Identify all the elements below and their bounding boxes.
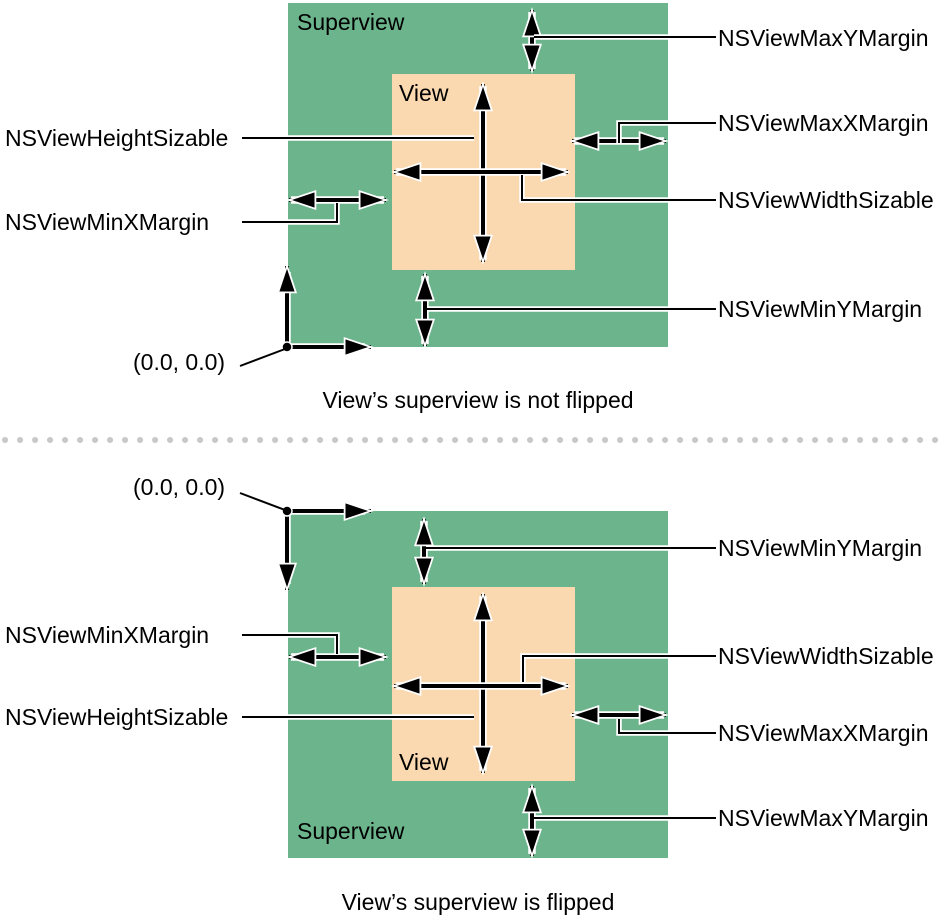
view-label: View — [399, 80, 449, 106]
width-sizable-callout-line — [520, 653, 716, 682]
label-height-sizable: NSViewHeightSizable — [5, 704, 229, 730]
origin-dot — [281, 505, 293, 517]
label-min-x-margin: NSViewMinXMargin — [5, 209, 210, 235]
origin-coordinates-label: (0.0, 0.0) — [133, 349, 226, 375]
label-min-x-margin: NSViewMinXMargin — [5, 622, 210, 648]
superview-label: Superview — [297, 818, 405, 844]
max-x-margin-callout-line — [616, 719, 716, 736]
label-min-y-margin: NSViewMinYMargin — [718, 296, 923, 322]
min-x-margin-callout-line — [242, 203, 340, 225]
origin-axes — [239, 492, 374, 593]
label-max-y-margin: NSViewMaxYMargin — [718, 805, 929, 831]
label-width-sizable: NSViewWidthSizable — [718, 187, 934, 213]
label-min-y-margin: NSViewMinYMargin — [718, 535, 923, 561]
label-width-sizable: NSViewWidthSizable — [718, 643, 934, 669]
label-max-x-margin: NSViewMaxXMargin — [718, 720, 929, 746]
min-x-margin-callout-line — [242, 632, 340, 654]
label-max-x-margin: NSViewMaxXMargin — [718, 110, 929, 136]
label-max-y-margin: NSViewMaxYMargin — [718, 25, 929, 51]
max-x-margin-callout-line — [616, 120, 716, 143]
origin-callout-line — [239, 348, 286, 367]
origin-callout-line — [239, 492, 286, 511]
top-diagram — [239, 3, 716, 367]
view-label: View — [399, 749, 449, 775]
superview-label: Superview — [297, 9, 405, 35]
origin-axes — [239, 263, 374, 367]
origin-coordinates-label: (0.0, 0.0) — [133, 474, 226, 500]
diagram-caption: View’s superview is flipped — [341, 889, 615, 915]
label-height-sizable: NSViewHeightSizable — [5, 125, 229, 151]
diagram-caption: View’s superview is not flipped — [322, 387, 634, 413]
bottom-diagram — [239, 492, 716, 859]
width-sizable-callout-line — [519, 175, 716, 203]
